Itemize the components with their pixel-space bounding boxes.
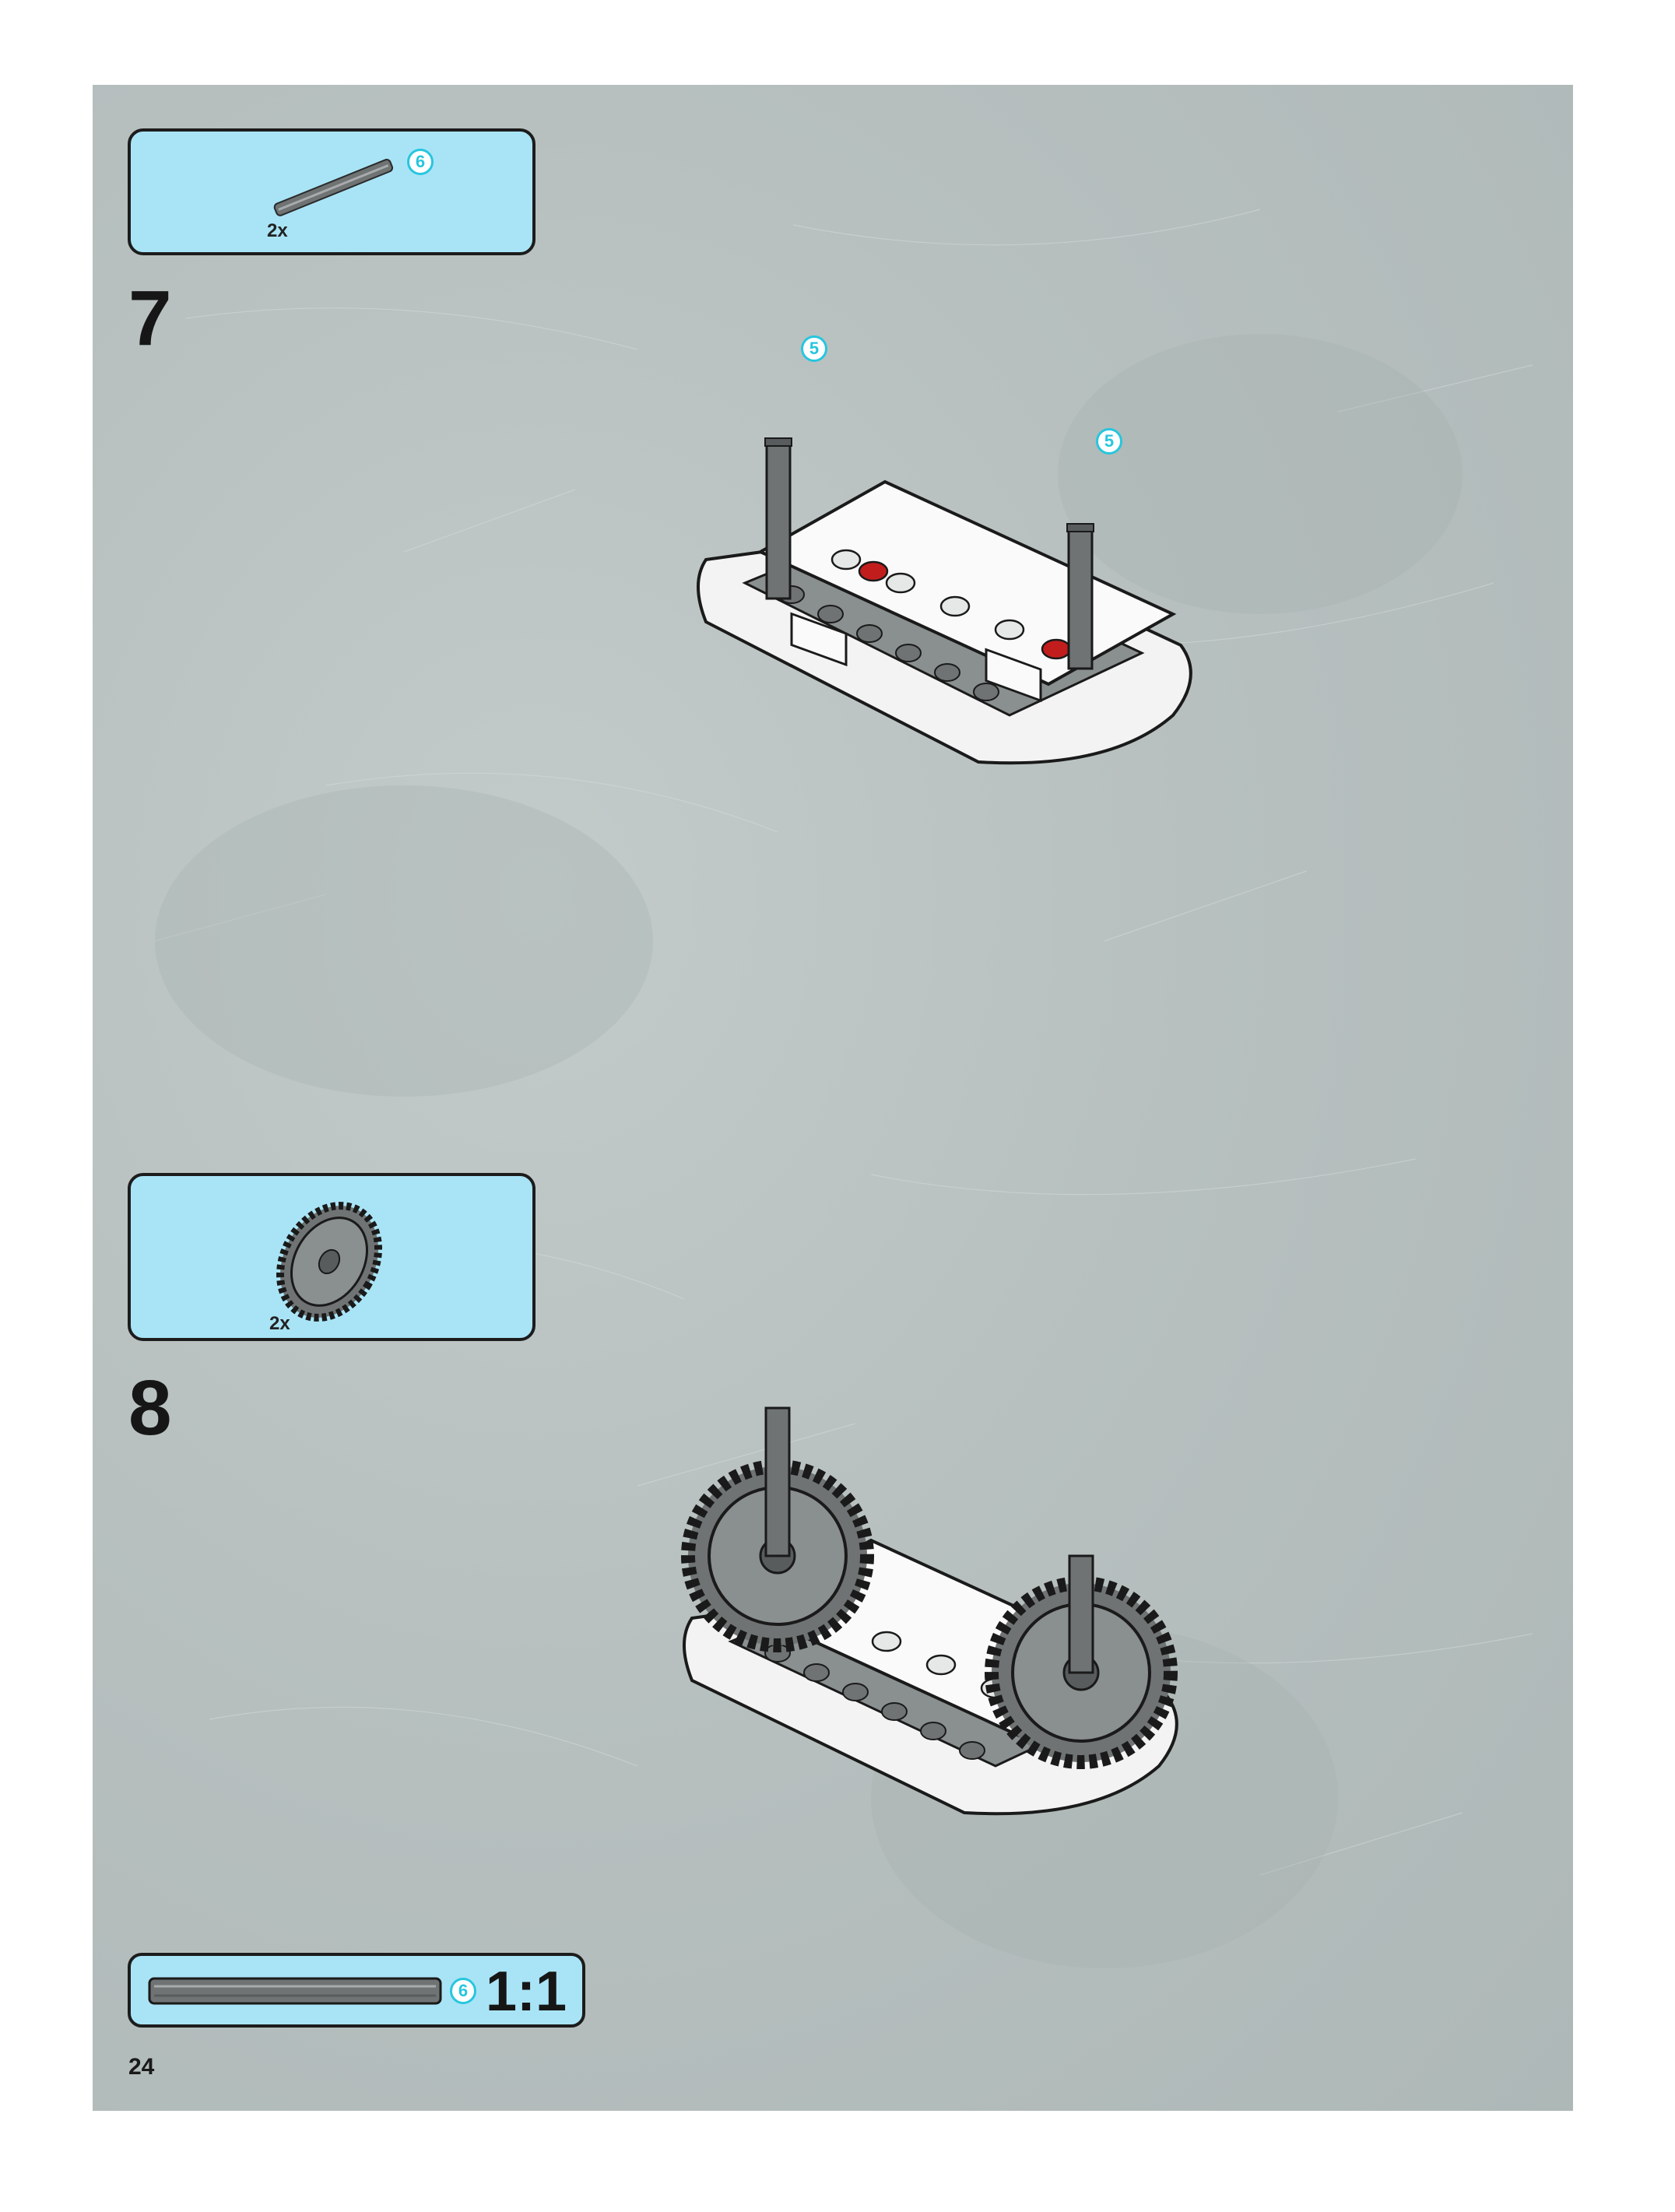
- step-7-model-illustration: [675, 349, 1282, 832]
- instruction-page: 6 2x 7 5 5: [93, 85, 1573, 2111]
- step-7-number: 7: [128, 279, 172, 357]
- scale-ratio-label: 1:1: [486, 1964, 567, 2020]
- axle-part-icon: [263, 160, 403, 214]
- step-8-model-illustration: [661, 1392, 1283, 1859]
- step-7-parts-callout: 6 2x: [128, 128, 536, 255]
- part-quantity: 2x: [267, 220, 288, 242]
- axle-length-badge: 6: [407, 149, 434, 175]
- page-number: 24: [128, 2054, 154, 2080]
- step-8-number: 8: [128, 1369, 172, 1447]
- axle-length-badge: 5: [1096, 428, 1122, 455]
- part-quantity: 2x: [269, 1313, 290, 1335]
- step-8-parts-callout: 2x: [128, 1173, 536, 1341]
- axle-length-badge: 5: [801, 335, 827, 362]
- axle-scale-drawing: [148, 1975, 444, 2007]
- scale-reference-box: 6 1:1: [128, 1953, 585, 2028]
- gear-part-icon: [267, 1199, 392, 1324]
- axle-length-badge: 6: [450, 1978, 476, 2004]
